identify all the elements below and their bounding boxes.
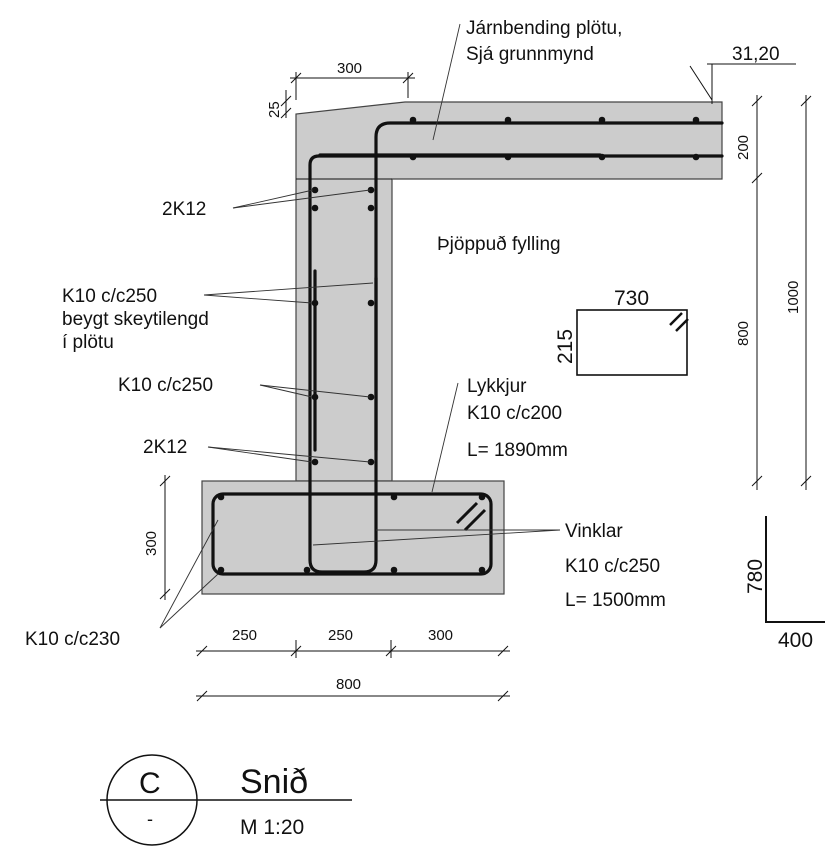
section-scale: M 1:20	[240, 816, 304, 839]
title-block: C - Snið M 1:20	[100, 754, 352, 846]
hook-mark-1	[455, 501, 479, 525]
dim-footing-mid: 250	[328, 627, 353, 644]
dim-loop-width: 730	[614, 287, 649, 310]
dim-total-height: 1000	[785, 281, 802, 314]
label-slab-reinforcement-1: Járnbending plötu,	[466, 18, 622, 39]
label-2k12-bottom: 2K12	[143, 437, 187, 458]
label-level: 31,20	[732, 44, 780, 65]
loop-hook-mark-1	[669, 312, 683, 326]
dim-footing-total: 800	[336, 676, 361, 693]
hook-mark-2	[463, 508, 487, 532]
dim-top-width: 300	[337, 60, 362, 77]
label-k10-wall: K10 c/c250	[118, 375, 213, 396]
label-footing-bars: K10 c/c230	[25, 629, 120, 650]
dim-loop-height: 215	[554, 329, 577, 364]
label-k10-bent-2: beygt skeytilengd	[62, 309, 209, 330]
dimension-lines	[159, 72, 812, 702]
dim-slab-thickness: 200	[735, 135, 752, 160]
loop-detail	[576, 309, 688, 376]
label-k10-bent-1: K10 c/c250	[62, 286, 157, 307]
dim-bent-leg: 780	[744, 559, 767, 594]
section-title: Snið	[240, 763, 308, 801]
label-loops-2: K10 c/c200	[467, 403, 562, 424]
dim-footing-left: 250	[232, 627, 257, 644]
label-stirrups-2: K10 c/c250	[565, 556, 660, 577]
label-slab-reinforcement-2: Sjá grunnmynd	[466, 44, 594, 65]
loop-hook-mark-2	[675, 318, 689, 332]
label-loops-1: Lykkjur	[467, 376, 527, 397]
dim-footing-right: 300	[428, 627, 453, 644]
bar-dots	[217, 116, 700, 574]
section-sheet: -	[147, 809, 153, 829]
dim-bent-length: 400	[778, 629, 813, 652]
label-stirrups-3: L= 1500mm	[565, 590, 666, 611]
bent-bar-detail	[765, 516, 825, 623]
level-marker	[689, 63, 796, 104]
label-loops-3: L= 1890mm	[467, 440, 568, 461]
leader-lines	[159, 23, 561, 629]
label-2k12-top: 2K12	[162, 199, 206, 220]
concrete-footing	[201, 480, 505, 595]
label-k10-bent-3: í plötu	[62, 332, 114, 353]
section-letter: C	[139, 767, 161, 800]
dim-footing-height: 300	[143, 531, 160, 556]
label-compacted-fill: Þjöppuð fylling	[437, 234, 561, 255]
label-stirrups-1: Vinklar	[565, 521, 623, 542]
dim-wall-height: 800	[735, 321, 752, 346]
dim-chamfer: 25	[266, 101, 283, 118]
slab-top-bar	[308, 121, 724, 574]
